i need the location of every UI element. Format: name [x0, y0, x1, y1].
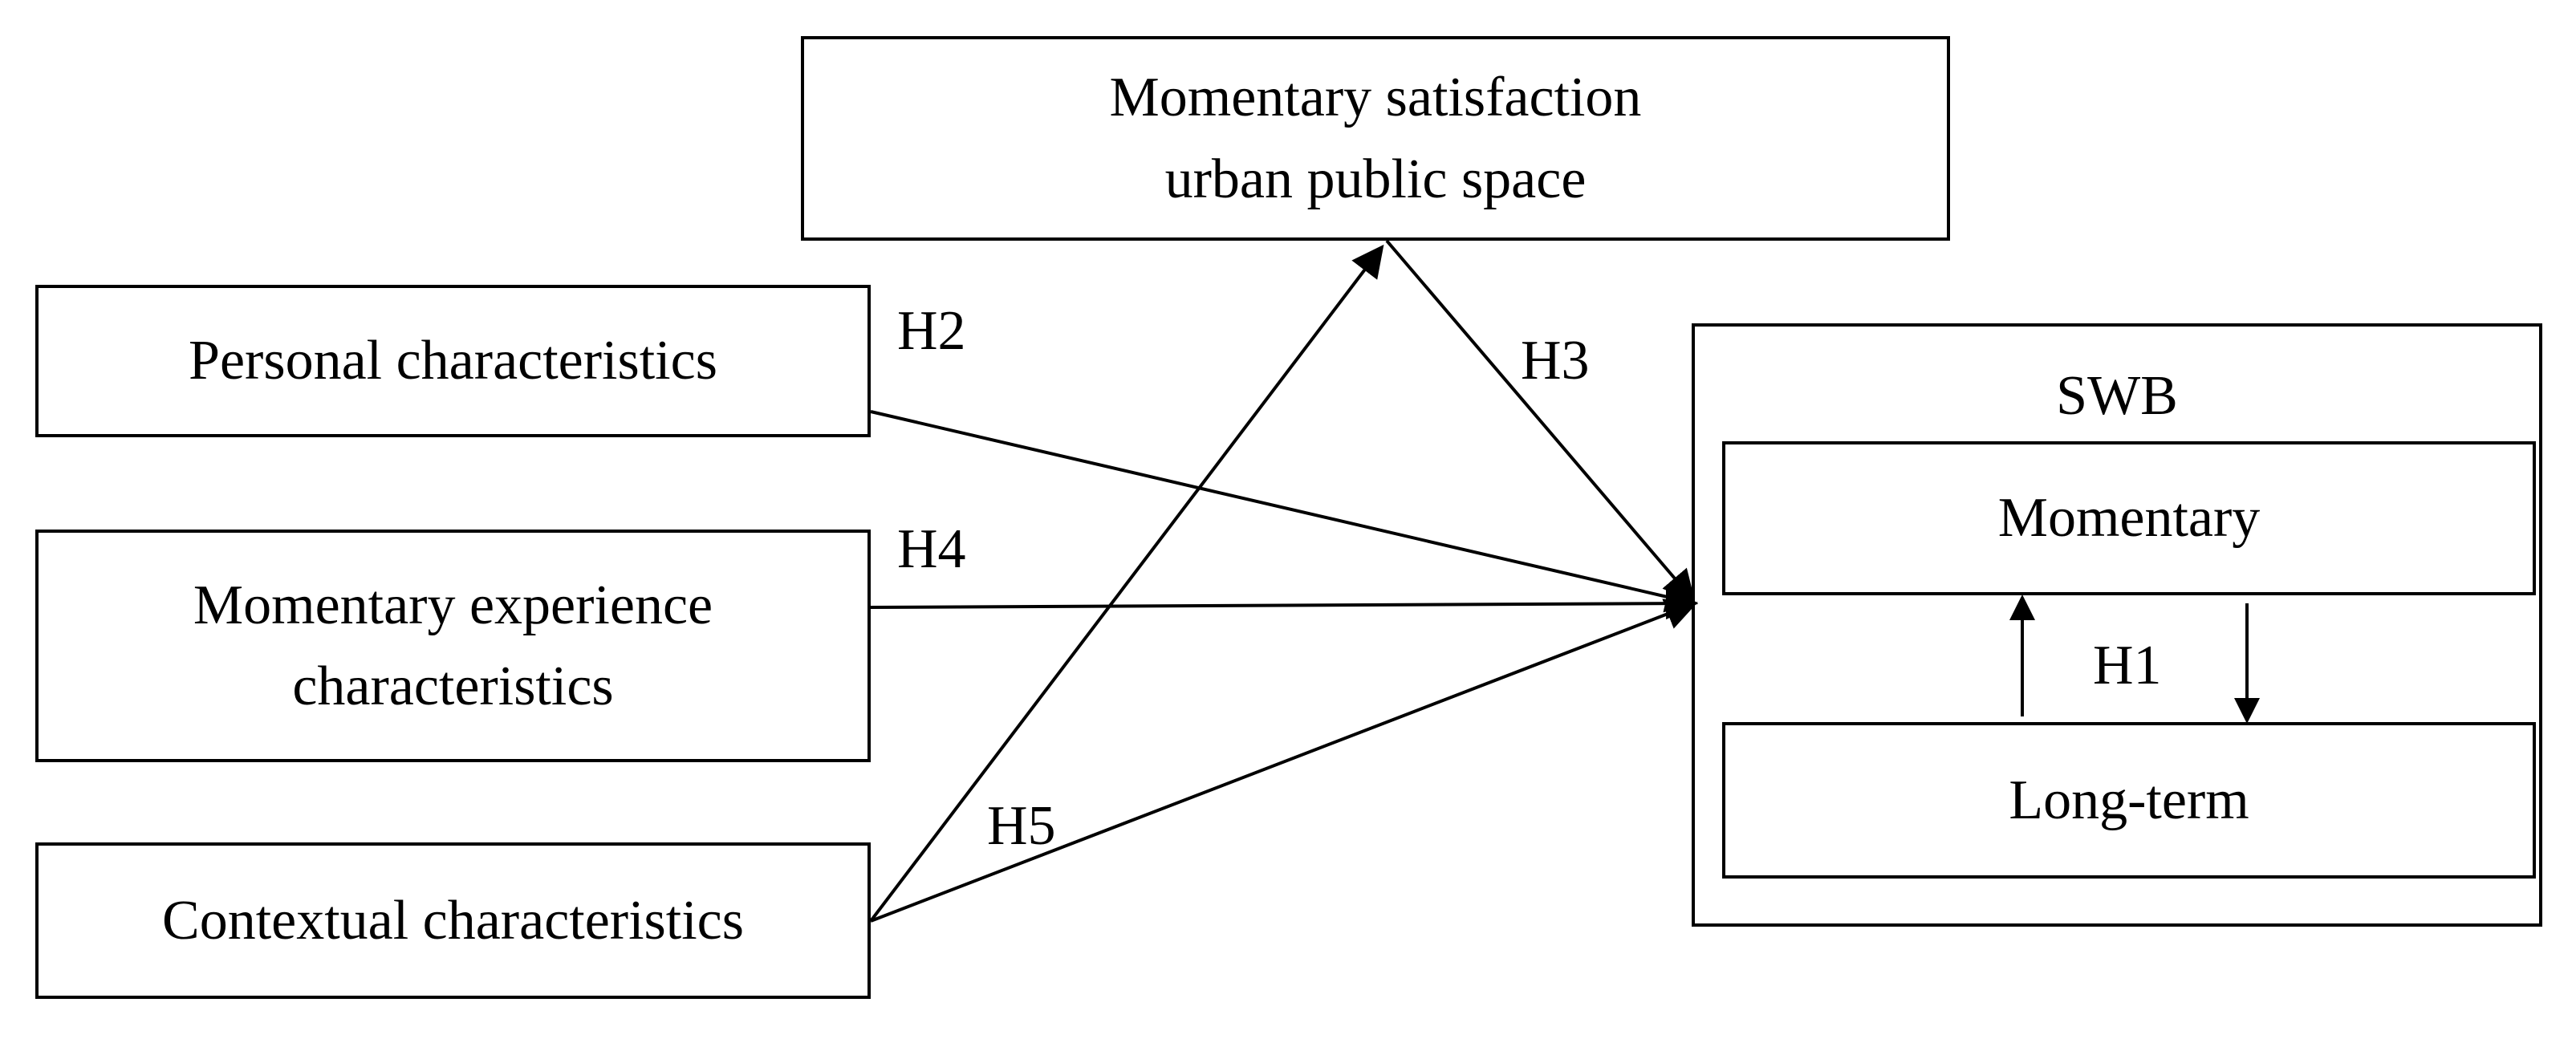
node-momentary-satisfaction-line1: Momentary satisfaction	[1109, 67, 1642, 128]
node-swb-long-term-label: Long-term	[2009, 769, 2249, 831]
node-momentary-experience-line2: characteristics	[292, 655, 614, 717]
node-momentary-satisfaction-line2: urban public space	[1164, 148, 1587, 210]
hypothesis-label-h4: H4	[897, 518, 966, 580]
node-personal-characteristics-label: Personal characteristics	[189, 330, 717, 392]
arrow-contextual-to-swb	[870, 599, 1698, 923]
swb-title: SWB	[2056, 365, 2178, 427]
node-personal-characteristics: Personal characteristics	[35, 285, 871, 437]
node-momentary-experience-text: Momentary experience characteristics	[193, 565, 713, 728]
node-momentary-experience-line1: Momentary experience	[193, 574, 713, 636]
node-swb-momentary: Momentary	[1722, 441, 2536, 595]
arrow-contextual-to-satisfaction	[869, 244, 1384, 923]
node-contextual-characteristics: Contextual characteristics	[35, 842, 871, 999]
hypothesis-label-h1: H1	[2093, 635, 2162, 696]
node-contextual-characteristics-label: Contextual characteristics	[162, 889, 744, 952]
node-swb-long-term: Long-term	[1722, 722, 2536, 879]
node-momentary-satisfaction-text: Momentary satisfaction urban public spac…	[1110, 57, 1642, 220]
arrow-experience-to-swb	[870, 587, 1698, 620]
node-momentary-experience: Momentary experience characteristics	[35, 530, 871, 762]
node-momentary-satisfaction: Momentary satisfaction urban public spac…	[801, 36, 1950, 241]
arrow-personal-to-swb	[870, 410, 1698, 613]
hypothesis-label-h2: H2	[897, 300, 966, 362]
hypothesis-label-h3: H3	[1521, 330, 1590, 392]
node-swb: SWB	[1692, 323, 2542, 927]
arrow-satisfaction-to-swb	[1385, 239, 1696, 603]
hypothesis-label-h5: H5	[987, 795, 1056, 857]
node-swb-momentary-label: Momentary	[1997, 487, 2261, 550]
